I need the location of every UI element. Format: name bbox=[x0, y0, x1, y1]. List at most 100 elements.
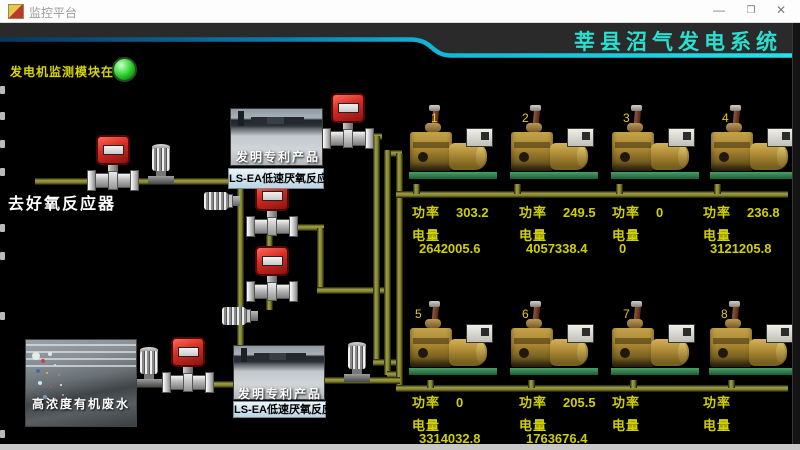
maximize-button[interactable]: ❐ bbox=[746, 5, 756, 16]
generator-7-readings: 功率 电量 bbox=[612, 396, 722, 432]
generator-2-readings: 功率 249.5 电量 4057338.4 bbox=[519, 206, 629, 255]
flow-meter-head bbox=[96, 135, 130, 165]
pipe-segment bbox=[317, 287, 391, 294]
flow-meter-body bbox=[162, 372, 214, 393]
desktop-edge-fragment bbox=[0, 312, 5, 320]
header-band bbox=[0, 22, 792, 60]
power-value: 0 bbox=[656, 205, 664, 220]
pump bbox=[204, 190, 240, 212]
pipe-segment bbox=[396, 153, 403, 389]
wastewater-caption: 高浓度有机废水 bbox=[31, 397, 130, 411]
reactor-photo-top bbox=[230, 108, 323, 166]
reactor-name-band-top: LS-EA低速厌氧反应器 bbox=[228, 168, 339, 189]
pipe-segment bbox=[388, 150, 402, 157]
control-cabinet bbox=[567, 128, 594, 147]
pipe-segment bbox=[294, 224, 324, 231]
flow-meter-neck bbox=[108, 164, 118, 171]
flow-meter-neck bbox=[267, 275, 277, 282]
close-button[interactable]: ✕ bbox=[775, 3, 787, 17]
desktop-edge-fragment bbox=[0, 168, 5, 176]
power-value: 303.2 bbox=[456, 205, 489, 220]
patent-label-bottom: 发明专利产品 bbox=[238, 387, 323, 401]
reactor-photo-bottom bbox=[233, 345, 325, 400]
power-label: 功率 bbox=[519, 395, 548, 410]
control-cabinet bbox=[567, 324, 594, 343]
app-icon bbox=[8, 4, 24, 19]
generator-number: 6 bbox=[522, 307, 529, 321]
energy-label: 电量 bbox=[612, 418, 641, 433]
pipe-segment bbox=[317, 228, 324, 290]
control-cabinet bbox=[466, 128, 493, 147]
generator-8-readings: 功率 电量 bbox=[703, 396, 800, 432]
power-label: 功率 bbox=[519, 205, 548, 220]
window-title: 监控平台 bbox=[29, 6, 78, 20]
minimize-button[interactable]: — bbox=[713, 3, 725, 17]
power-label: 功率 bbox=[612, 395, 641, 410]
energy-value: 2642005.6 bbox=[419, 241, 481, 256]
energy-value: 3314032.8 bbox=[419, 431, 481, 446]
patent-label-top: 发明专利产品 bbox=[236, 150, 321, 164]
to-aerobic-reactor-label: 去好氧反应器 bbox=[8, 196, 117, 213]
control-cabinet bbox=[767, 128, 794, 147]
generator-unit-4: 4 bbox=[706, 104, 800, 184]
pump bbox=[148, 144, 174, 184]
generator-number: 3 bbox=[623, 111, 630, 125]
flow-meter-body bbox=[246, 281, 298, 302]
pipe-segment bbox=[35, 178, 243, 185]
reactor-name-band-bottom: LS-EA低速厌氧反应器 bbox=[233, 401, 344, 418]
generator-unit-8: 8 bbox=[705, 300, 800, 380]
generator-unit-5: 5 bbox=[405, 300, 500, 380]
desktop-edge-fragment bbox=[0, 140, 5, 148]
flow-meter bbox=[246, 246, 298, 302]
energy-label: 电量 bbox=[703, 228, 732, 243]
flow-meter-head bbox=[171, 337, 205, 367]
flow-meter-neck bbox=[183, 366, 193, 373]
generator-unit-7: 7 bbox=[607, 300, 702, 380]
energy-value: 4057338.4 bbox=[526, 241, 588, 256]
generator-number: 8 bbox=[721, 307, 728, 321]
flow-meter bbox=[162, 337, 214, 393]
desktop-edge-fragment bbox=[0, 224, 5, 232]
flow-meter-body bbox=[246, 216, 298, 237]
system-title: 莘县沼气发电系统 bbox=[574, 31, 782, 54]
flow-meter-body bbox=[322, 128, 374, 149]
control-cabinet bbox=[766, 324, 793, 343]
pump bbox=[222, 305, 258, 327]
energy-label: 电量 bbox=[412, 418, 441, 433]
power-label: 功率 bbox=[703, 395, 732, 410]
header-stripe bbox=[0, 22, 792, 58]
energy-label: 电量 bbox=[412, 228, 441, 243]
title-bar[interactable]: 监控平台 — ❐ ✕ bbox=[0, 0, 800, 23]
power-label: 功率 bbox=[412, 205, 441, 220]
window-bottom-edge bbox=[0, 444, 800, 450]
power-value: 249.5 bbox=[563, 205, 596, 220]
flow-meter-neck bbox=[343, 122, 353, 129]
energy-value: 0 bbox=[619, 241, 627, 256]
power-value: 236.8 bbox=[747, 205, 780, 220]
desktop-edge-fragment bbox=[0, 86, 5, 94]
power-value: 0 bbox=[456, 395, 464, 410]
generator-number: 2 bbox=[522, 111, 529, 125]
energy-label: 电量 bbox=[519, 228, 548, 243]
generator-number: 5 bbox=[415, 307, 422, 321]
generator-number: 4 bbox=[722, 111, 729, 125]
flow-meter bbox=[87, 135, 139, 191]
pump bbox=[344, 342, 370, 382]
generator-unit-1: 1 bbox=[405, 104, 500, 184]
flow-meter-head bbox=[331, 93, 365, 123]
pipe-segment bbox=[266, 297, 273, 310]
generator-unit-3: 3 bbox=[607, 104, 702, 184]
pipe-segment bbox=[237, 180, 244, 345]
power-label: 功率 bbox=[703, 205, 732, 220]
control-cabinet bbox=[668, 324, 695, 343]
wastewater-photo bbox=[25, 339, 137, 427]
energy-label: 电量 bbox=[612, 228, 641, 243]
flow-meter-body bbox=[87, 170, 139, 191]
control-cabinet bbox=[668, 128, 695, 147]
generator-number: 7 bbox=[623, 307, 630, 321]
